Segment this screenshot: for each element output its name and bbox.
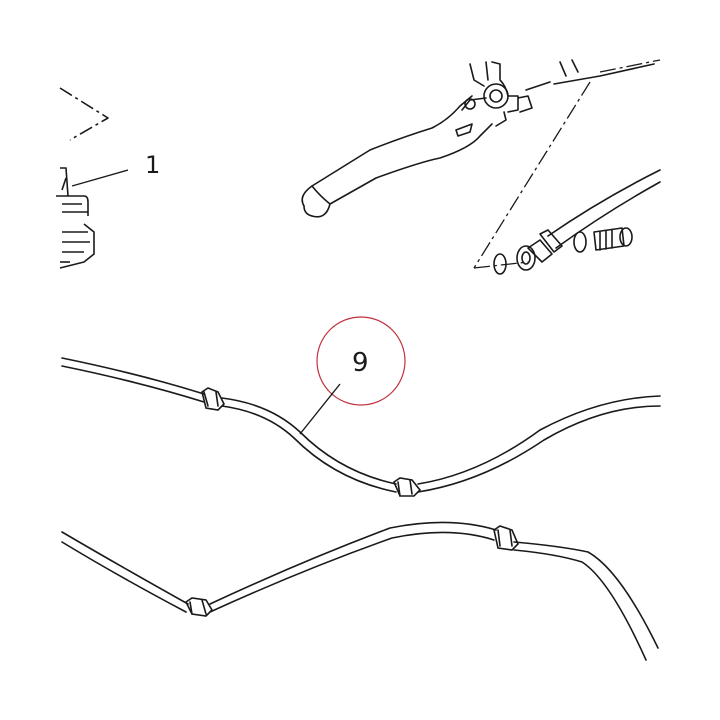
master-cylinder bbox=[56, 87, 109, 269]
brake-hose-lower bbox=[61, 521, 659, 661]
callout-1: 1 bbox=[71, 151, 160, 187]
callout-1-label: 1 bbox=[145, 151, 160, 179]
alignment-lines bbox=[473, 59, 661, 269]
banjo-fitting bbox=[493, 169, 661, 275]
callout-1-leader bbox=[71, 169, 129, 187]
callout-9: 9 bbox=[299, 316, 406, 435]
callout-9-leader bbox=[299, 383, 341, 435]
brake-lever bbox=[301, 59, 655, 218]
callout-9-label: 9 bbox=[352, 348, 369, 378]
callout-9-highlight-circle bbox=[316, 316, 406, 406]
brake-hose-upper bbox=[61, 357, 661, 497]
